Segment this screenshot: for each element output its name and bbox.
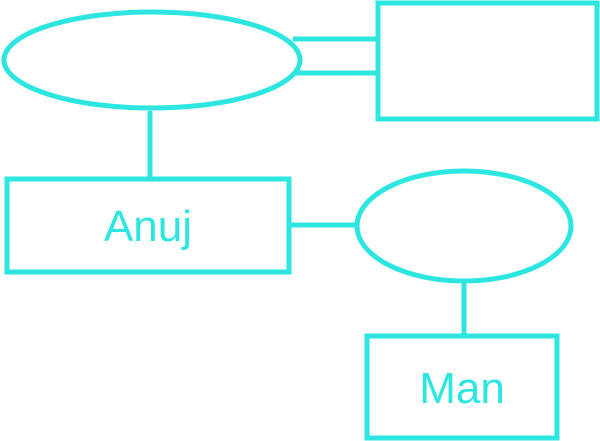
anuj-box	[4, 176, 292, 275]
top-right-box-node	[375, 0, 600, 122]
man-box	[364, 333, 560, 441]
man-entity-node: Man	[364, 333, 560, 441]
anuj-entity-node: Anuj	[4, 176, 292, 275]
top-ellipse-node	[1, 9, 303, 111]
man-label: Man	[419, 364, 505, 413]
middle-ellipse-node	[354, 168, 574, 284]
anuj-label: Anuj	[104, 202, 192, 251]
connector-top-ellipse-to-top-box	[293, 36, 378, 76]
